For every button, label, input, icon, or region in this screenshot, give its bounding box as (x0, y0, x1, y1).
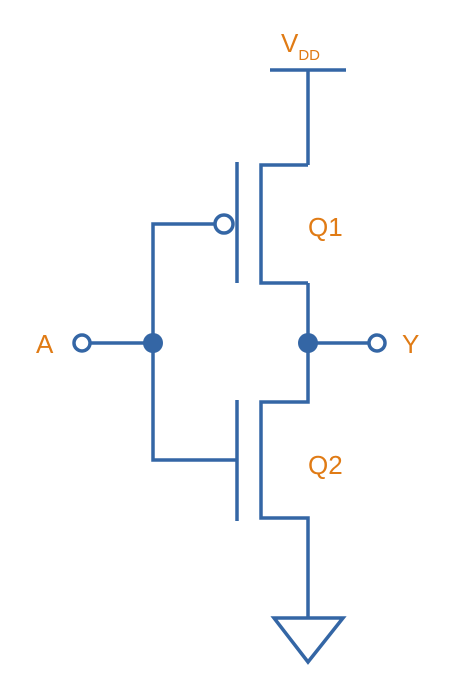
input-wire (72, 333, 153, 353)
vdd-label-subscript: DD (298, 47, 320, 64)
vdd-rail (270, 68, 346, 165)
q2-label: Q2 (308, 450, 343, 480)
vdd-label-main: V (281, 28, 299, 58)
output-label-y: Y (402, 329, 419, 359)
ground-symbol-icon (270, 616, 347, 665)
pmos-transistor-icon (151, 162, 308, 343)
output-junction-dot (298, 333, 318, 353)
q1-label: Q1 (308, 212, 343, 242)
nmos-transistor-icon (151, 343, 310, 618)
input-label-a: A (36, 329, 54, 359)
vdd-label: VDD (281, 28, 320, 64)
output-wire (308, 333, 387, 353)
